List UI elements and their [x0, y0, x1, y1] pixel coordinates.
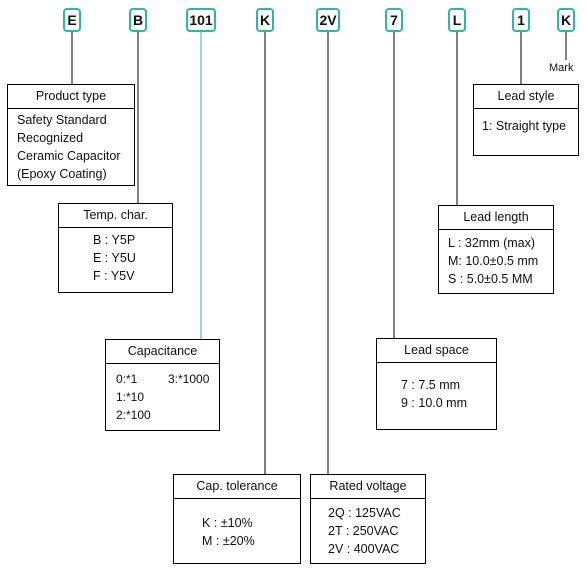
- lead-space-line: 7 : 7.5 mm: [401, 378, 461, 392]
- temp-char-box: Temp. char. B : Y5P E : Y5U F : Y5V: [58, 203, 173, 293]
- lead-length-line: S : 5.0±0.5 MM: [448, 272, 533, 286]
- product-type-box: Product type Safety Standard Recognized …: [7, 84, 135, 186]
- capacitance-line: 1:*10: [116, 390, 145, 404]
- lead-length-box: Lead length L : 32mm (max) M: 10.0±0.5 m…: [438, 205, 554, 294]
- rated-voltage-box: Rated voltage 2Q : 125VAC 2T : 250VAC 2V…: [310, 474, 426, 564]
- capacitance-line: 3:*1000: [168, 372, 210, 386]
- lead-space-title: Lead space: [377, 339, 496, 363]
- rated-voltage-line: 2V : 400VAC: [328, 542, 400, 556]
- lead-style-box: Lead style 1: Straight type: [473, 84, 579, 156]
- code-letter-product-type: E: [63, 8, 81, 32]
- code-letter-temp-char: B: [129, 8, 147, 32]
- capacitance-line: 2:*100: [116, 408, 151, 422]
- cap-tolerance-box: Cap. tolerance K : ±10% M : ±20%: [173, 474, 301, 564]
- mark-label: Mark: [549, 62, 574, 74]
- product-type-line: (Epoxy Coating): [17, 167, 107, 181]
- lead-length-line: M: 10.0±0.5 mm: [448, 254, 539, 268]
- lead-space-box: Lead space 7 : 7.5 mm 9 : 10.0 mm: [376, 338, 497, 430]
- code-lead-space: 7: [385, 8, 403, 32]
- code-cap-tolerance: K: [256, 8, 274, 32]
- lead-length-title: Lead length: [439, 206, 553, 230]
- lead-style-title: Lead style: [474, 85, 578, 109]
- cap-tolerance-line: M : ±20%: [202, 534, 255, 548]
- code-rated-voltage: 2V: [316, 8, 340, 32]
- code-lead-length: L: [448, 8, 466, 32]
- temp-char-line: F : Y5V: [93, 269, 135, 283]
- lead-style-line: 1: Straight type: [482, 119, 567, 133]
- rated-voltage-line: 2T : 250VAC: [328, 524, 399, 538]
- product-type-title: Product type: [8, 85, 134, 109]
- lead-length-line: L : 32mm (max): [448, 236, 536, 250]
- code-mark: K: [557, 8, 575, 32]
- temp-char-title: Temp. char.: [59, 204, 172, 228]
- capacitance-line: 0:*1: [116, 372, 138, 386]
- cap-tolerance-title: Cap. tolerance: [174, 475, 300, 499]
- product-type-line: Safety Standard: [17, 113, 107, 127]
- rated-voltage-title: Rated voltage: [311, 475, 425, 499]
- product-type-line: Ceramic Capacitor: [17, 149, 121, 163]
- cap-tolerance-line: K : ±10%: [202, 516, 253, 530]
- temp-char-line: E : Y5U: [93, 251, 136, 265]
- code-capacitance: 101: [186, 8, 216, 32]
- rated-voltage-line: 2Q : 125VAC: [328, 506, 401, 520]
- code-lead-style: 1: [512, 8, 530, 32]
- temp-char-line: B : Y5P: [93, 233, 136, 247]
- capacitance-title: Capacitance: [106, 340, 219, 364]
- product-type-line: Recognized: [17, 131, 84, 145]
- lead-space-line: 9 : 10.0 mm: [401, 396, 467, 410]
- capacitance-box: Capacitance 0:*1 1:*10 2:*100 3:*1000: [105, 339, 220, 431]
